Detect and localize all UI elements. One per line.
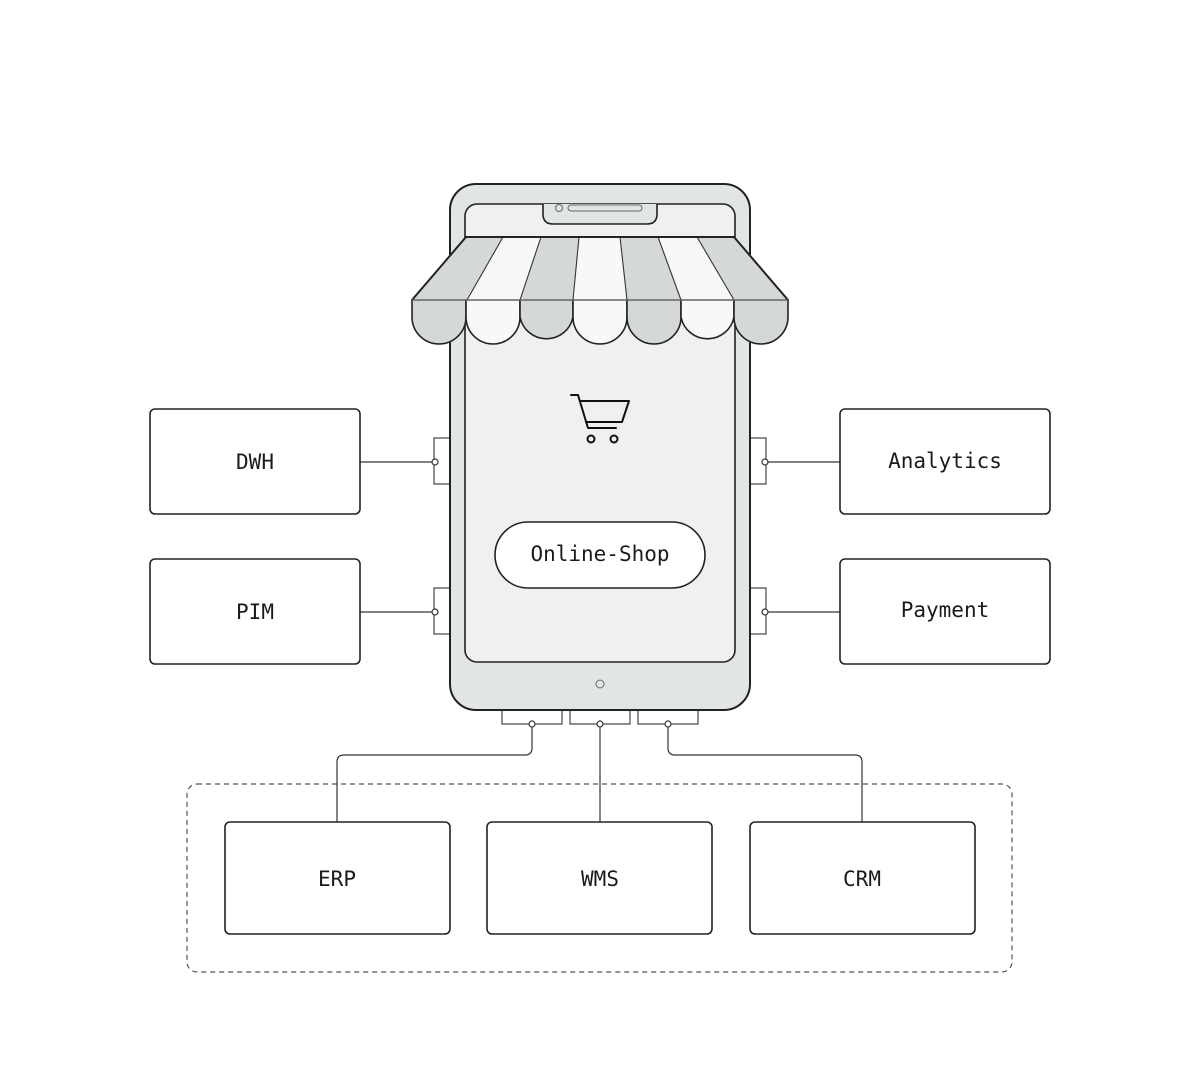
phone-home-button <box>595 679 605 689</box>
phone-camera <box>555 204 563 212</box>
system-box-pim: PIM <box>149 558 361 665</box>
backend-group-frame <box>186 783 1013 973</box>
online-shop-label: Online-Shop <box>530 542 669 566</box>
system-box-wms: WMS <box>486 821 713 935</box>
system-label-dwh: DWH <box>236 450 274 474</box>
system-box-analytics: Analytics <box>839 408 1051 515</box>
system-box-payment: Payment <box>839 558 1051 665</box>
connector-dots <box>431 458 769 728</box>
connector-wires <box>336 461 863 822</box>
system-label-analytics: Analytics <box>888 449 1002 473</box>
phone-notch <box>542 204 658 225</box>
system-box-dwh: DWH <box>149 408 361 515</box>
phone-speaker <box>567 204 643 212</box>
shopping-cart-icon <box>570 394 630 444</box>
system-label-pim: PIM <box>236 600 274 624</box>
system-box-crm: CRM <box>749 821 976 935</box>
system-label-crm: CRM <box>843 867 881 891</box>
system-label-erp: ERP <box>318 867 356 891</box>
system-label-wms: WMS <box>581 867 619 891</box>
online-shop-pill: Online-Shop <box>494 521 706 589</box>
shop-awning-icon <box>411 236 789 345</box>
system-box-erp: ERP <box>224 821 451 935</box>
system-label-payment: Payment <box>901 598 990 622</box>
